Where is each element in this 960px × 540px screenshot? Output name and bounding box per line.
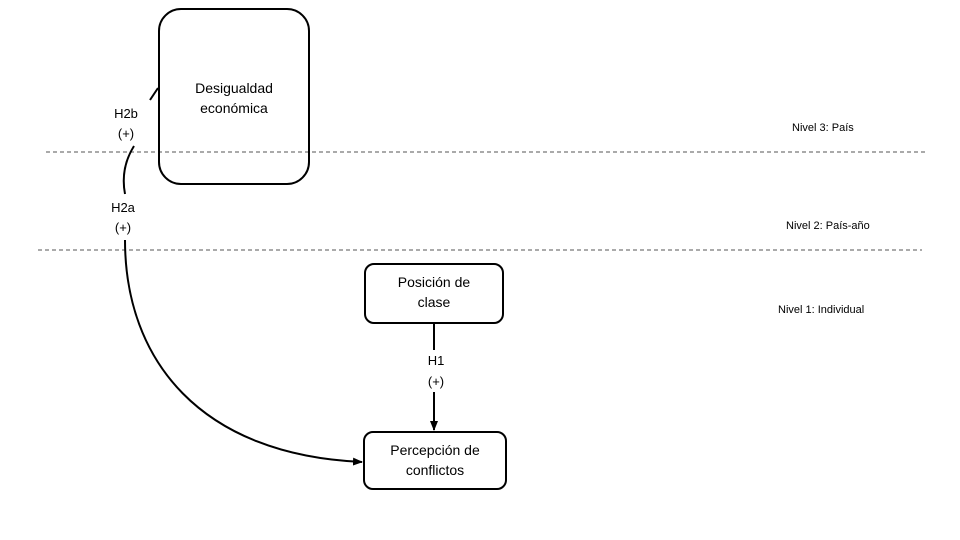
node-inequality-line1: Desigualdad [195,80,273,96]
level-label-individual: Nivel 1: Individual [778,304,864,316]
h2a-label: H2a [111,200,136,215]
level-label-country-year: Nivel 2: País-año [786,220,870,232]
node-conflict-perception-line1: Percepción de [390,442,480,458]
node-class-position-line2: clase [418,294,451,310]
node-inequality-line2: económica [200,100,268,116]
h2b-sign: (+) [118,126,134,141]
node-class-position: Posición de clase [364,263,504,324]
h1-label: H1 [428,353,445,368]
node-class-position-line1: Posición de [398,274,471,290]
node-conflict-perception-line2: conflictos [406,462,464,478]
node-conflict-perception: Percepción de conflictos [363,431,507,490]
h2-connector [122,145,135,195]
h1-sign: (+) [428,374,444,389]
h2b-arrow [149,87,159,101]
node-inequality: Desigualdad económica [158,8,310,185]
h2b-label: H2b [114,106,138,121]
level-label-country: Nivel 3: País [792,122,854,134]
h2a-arrow [124,239,363,466]
h2a-sign: (+) [115,220,131,235]
